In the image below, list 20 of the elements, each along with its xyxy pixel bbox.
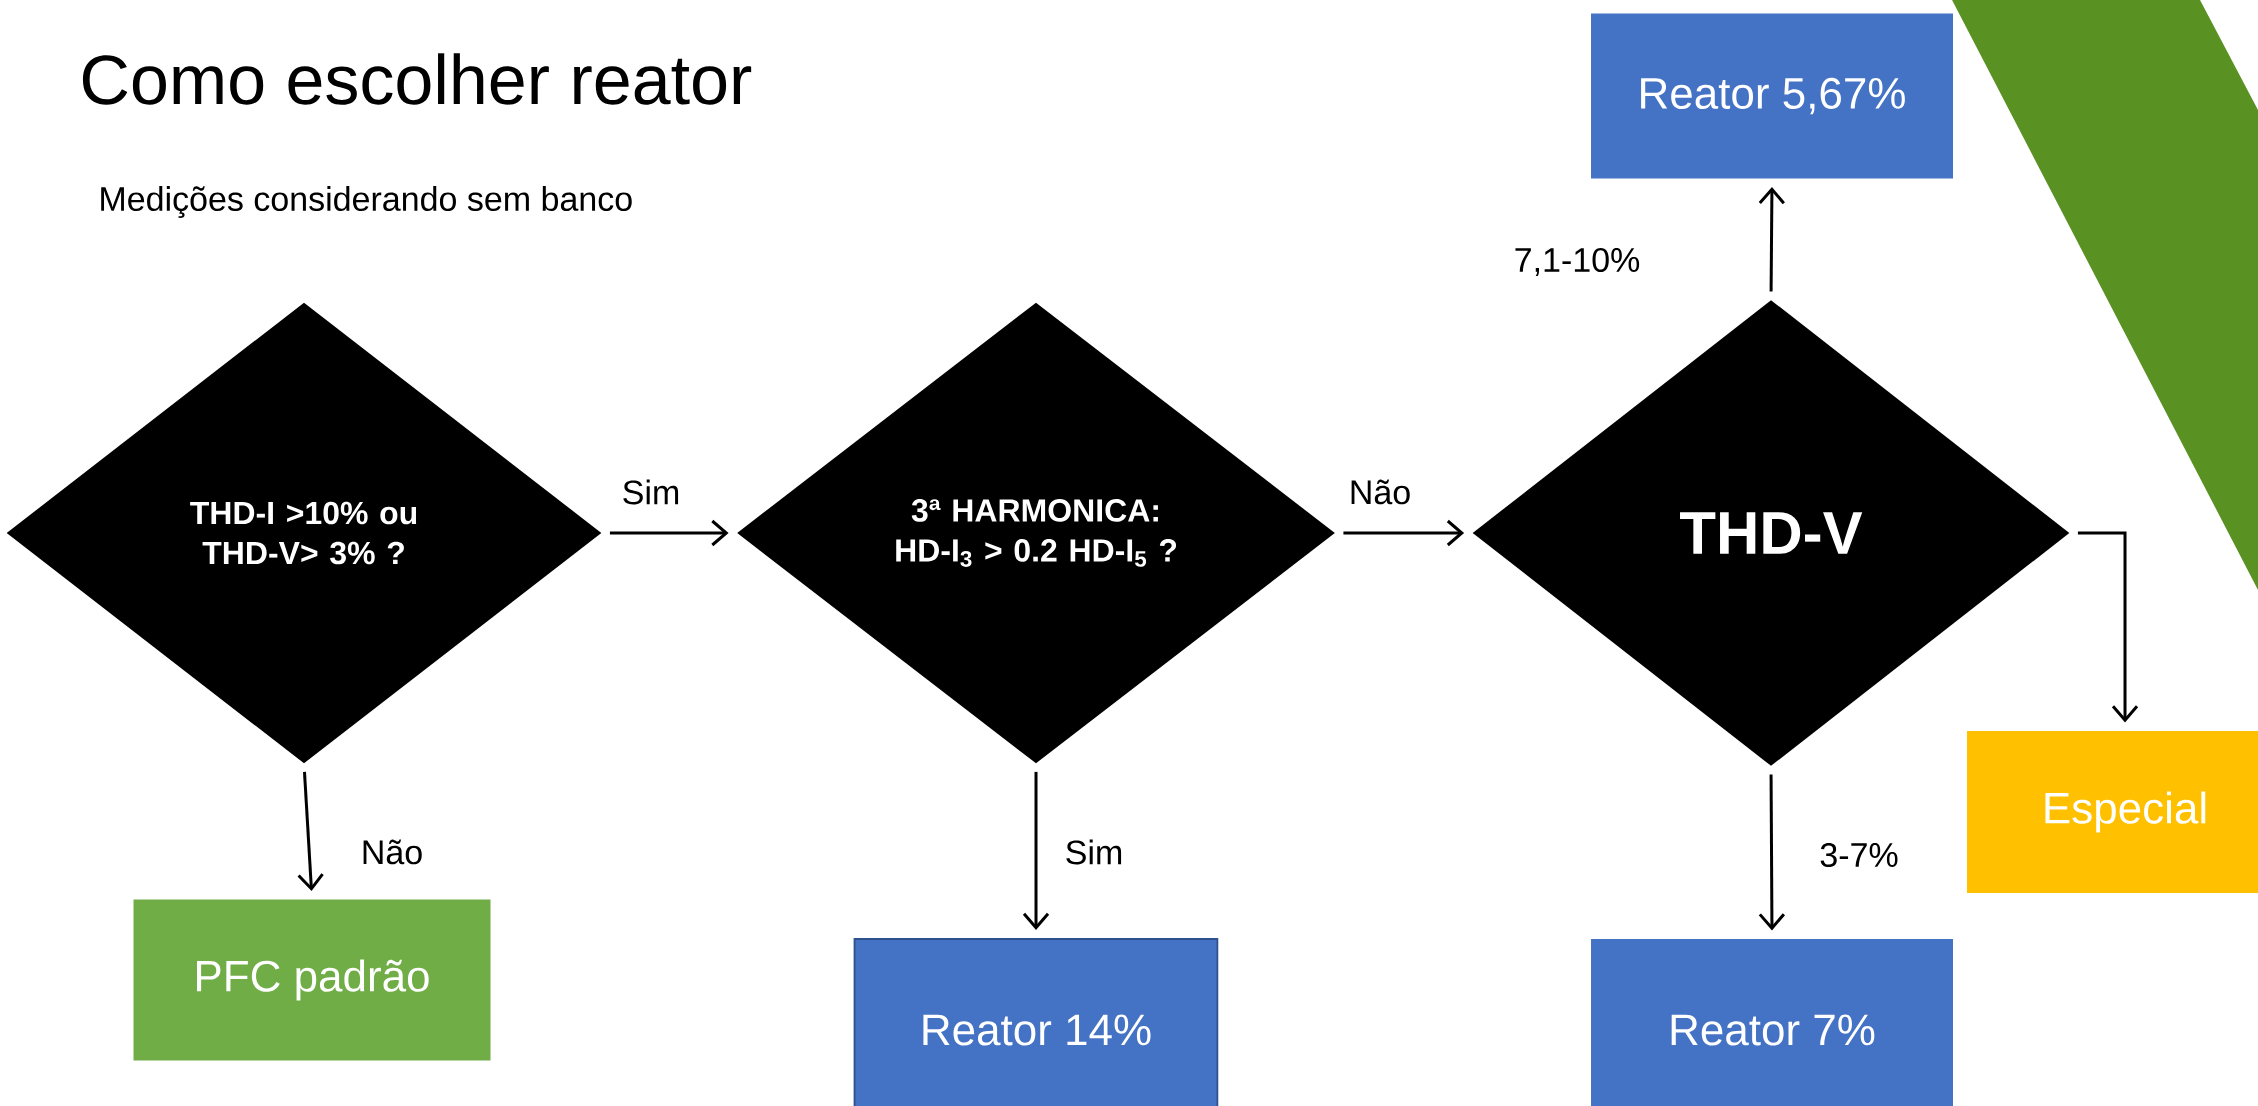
arrow (1022, 771, 1050, 930)
process-box: Reator 7% (1591, 939, 1953, 1106)
process-box: Reator 5,67% (1591, 13, 1953, 179)
edge-label: Sim (619, 477, 683, 507)
arrow (2077, 531, 2139, 723)
process-box: Especial (1967, 731, 2258, 893)
title: Como escolher reator (82, 53, 752, 105)
subtitle: Medições considerando sem banco (101, 186, 632, 218)
process-box: Reator 14% (853, 938, 1219, 1106)
edge-label: Sim (1062, 837, 1126, 867)
arrow (1758, 186, 1785, 292)
arrow (1758, 774, 1786, 931)
edge-label: Não (358, 837, 426, 867)
process-box: PFC padrão (133, 899, 491, 1061)
arrow (609, 519, 729, 547)
edge-label: 3-7% (1817, 840, 1901, 870)
arrow (297, 771, 324, 892)
arrow (1343, 519, 1465, 547)
edge-label: Não (1346, 477, 1414, 507)
edge-label: 7,1-10% (1511, 245, 1643, 279)
